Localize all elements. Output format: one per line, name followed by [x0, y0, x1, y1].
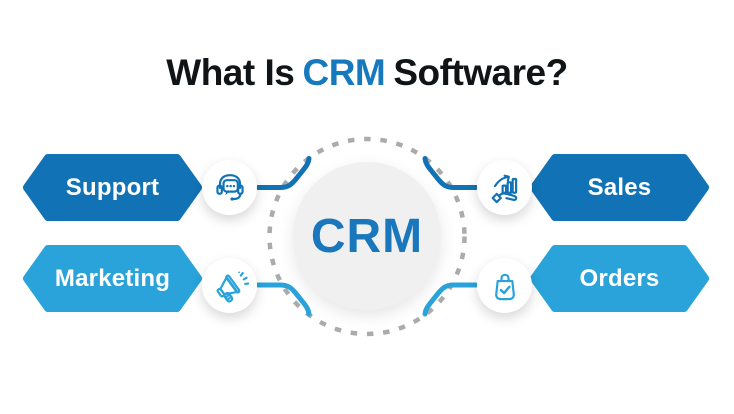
title-text-post: Software? — [393, 52, 568, 93]
crm-center-label: CRM — [310, 209, 424, 263]
title-text-pre: What Is — [166, 52, 295, 93]
orders-icon-badge — [477, 258, 532, 313]
banner-shape — [530, 154, 709, 221]
sales-icon-badge — [477, 160, 532, 215]
banner-orders-label: Orders — [579, 264, 660, 292]
dashed-ring — [267, 136, 467, 337]
megaphone-icon — [216, 270, 249, 303]
banner-shape — [23, 154, 202, 221]
banner-marketing: Marketing — [22, 244, 203, 313]
shopping-bag-check-icon — [494, 273, 515, 300]
marketing-icon-badge — [202, 258, 257, 313]
support-icon-badge — [202, 160, 257, 215]
banner-support: Support — [22, 153, 203, 222]
connector-marketing — [255, 282, 312, 317]
banner-support-label: Support — [65, 173, 160, 201]
connector-orders — [422, 282, 479, 317]
title-accent: CRM — [302, 52, 386, 93]
banner-orders: Orders — [529, 244, 710, 313]
crm-center-circle: CRM — [293, 162, 441, 310]
banner-shape — [530, 245, 709, 312]
connector-support — [255, 156, 312, 190]
banner-sales-label: Sales — [587, 173, 652, 201]
banner-shape — [23, 245, 202, 312]
banner-sales: Sales — [529, 153, 710, 222]
headset-support-icon — [215, 173, 244, 201]
growth-chart-hand-icon — [491, 174, 517, 203]
banner-marketing-label: Marketing — [54, 264, 171, 292]
connector-sales — [422, 156, 479, 190]
